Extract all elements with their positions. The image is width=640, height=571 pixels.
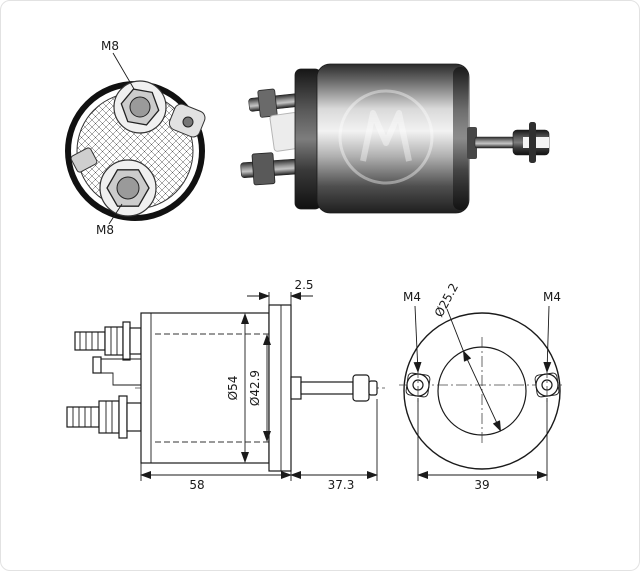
dim-body-diameter: Ø54	[226, 313, 249, 463]
photo-terminal-bolt-bottom	[240, 152, 299, 186]
terminal-stud-bottom	[116, 176, 140, 200]
dim-flange-thickness-label: 2.5	[294, 278, 313, 292]
side-view-drawing: 2.5 Ø54 Ø42.9 58 37.3	[66, 278, 385, 492]
drawn-shaft	[300, 381, 354, 395]
drawn-bracket-tab	[92, 356, 102, 374]
dim-bolt-right: M4	[543, 290, 561, 373]
photo-view	[240, 63, 550, 214]
terminal-stud-top	[129, 96, 151, 118]
drawn-shaft-boss	[290, 376, 302, 400]
dim-body-length-label: 58	[189, 478, 204, 492]
dim-flange-thickness: 2.5	[247, 278, 314, 305]
m4-left-label: M4	[403, 290, 421, 304]
end-view: M8 M8	[65, 39, 206, 237]
dim-bolt-left: M4	[403, 290, 422, 373]
drawn-bracket	[100, 358, 141, 386]
flange-bolt-left	[405, 367, 431, 403]
flange-bolt-right	[534, 367, 560, 403]
drawn-terminal-top	[74, 321, 142, 361]
end-view-tab-hole	[182, 116, 194, 128]
photo-clevis-pin	[529, 122, 536, 163]
drawn-plunger-tip	[368, 380, 378, 396]
dim-body-diameter-label: Ø54	[226, 376, 240, 401]
m4-right-label: M4	[543, 290, 561, 304]
dim-shaft-length: 37.3	[290, 399, 378, 492]
m8-bottom-label: M8	[96, 223, 114, 237]
watermark-logo	[338, 89, 434, 185]
photo-shaft-boss	[467, 127, 477, 159]
dim-inner-diameter: Ø42.9	[248, 334, 271, 442]
leader-m8-bottom	[108, 203, 123, 225]
end-view-lug	[70, 147, 98, 173]
dim-pilot-diameter-label: Ø25.2	[432, 281, 461, 320]
photo-body-rear-cap	[453, 67, 468, 210]
flange-view: Ø25.2 M4 M4 39	[399, 281, 565, 492]
dim-bolt-spacing-label: 39	[474, 478, 489, 492]
m8-top-label: M8	[101, 39, 119, 53]
leader-m8-top	[112, 52, 135, 90]
dim-inner-diameter-label: Ø42.9	[248, 370, 262, 406]
drawn-terminal-bottom	[66, 395, 142, 439]
dim-bolt-spacing: 39	[417, 398, 548, 492]
photo-terminal-bolt-top	[248, 88, 302, 118]
drawn-flange	[268, 304, 292, 472]
drawn-plunger	[352, 374, 370, 402]
dim-body-length: 58	[140, 463, 292, 492]
dim-shaft-length-label: 37.3	[328, 478, 355, 492]
